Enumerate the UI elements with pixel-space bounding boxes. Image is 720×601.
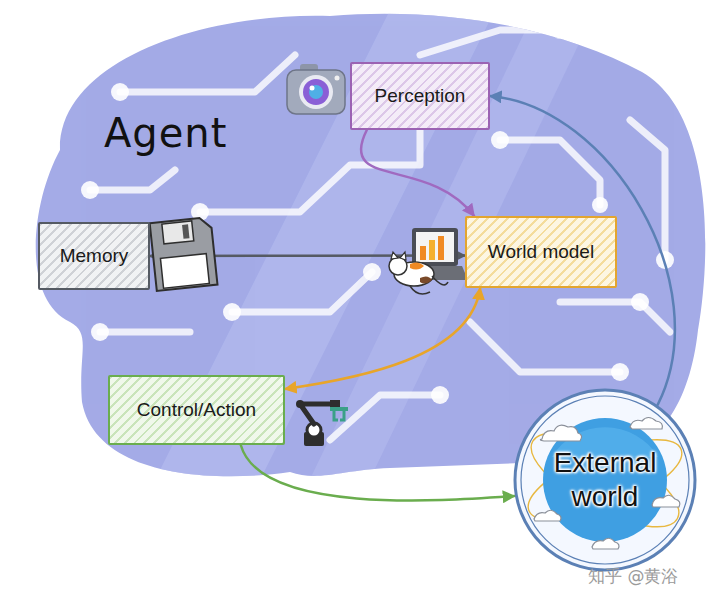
connector-arrow <box>361 130 474 216</box>
connector-arrow <box>490 96 675 405</box>
connector-arrow <box>150 254 465 257</box>
process-box: Control/Action <box>108 375 285 445</box>
node-label: Control/Action <box>137 399 256 421</box>
connector-arrow <box>241 445 515 501</box>
node-label: World model <box>488 241 594 263</box>
globe-node: External world <box>512 387 698 573</box>
globe-outline <box>512 387 698 573</box>
connector-arrow <box>285 288 480 389</box>
process-box: Memory <box>38 222 150 290</box>
laptop-cat-icon <box>389 228 468 294</box>
process-box: World model <box>465 216 617 288</box>
camera-icon <box>287 64 345 114</box>
region-title: Agent <box>104 110 227 156</box>
process-box: Perception <box>350 62 490 130</box>
node-label: External world <box>530 446 680 513</box>
node-label: Memory <box>60 245 129 267</box>
node-label: Perception <box>375 85 466 107</box>
watermark: 知乎 @黄浴 <box>588 565 678 588</box>
floppy-disk-icon <box>150 217 218 291</box>
robot-arm-icon <box>296 400 348 446</box>
